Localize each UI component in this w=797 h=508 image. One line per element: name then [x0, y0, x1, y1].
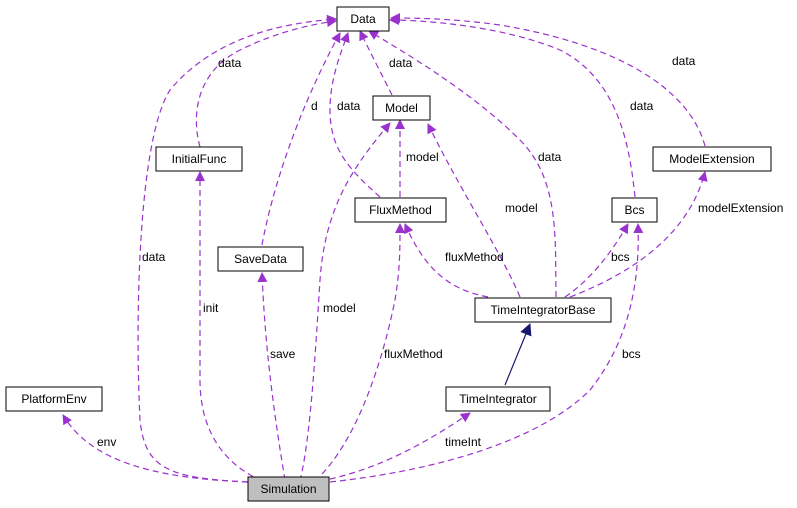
edge-modelextension-data [390, 13, 706, 147]
edge-simulation-savedata [257, 272, 286, 481]
edge-timeintegratorbase-fluxmethod [404, 223, 489, 298]
node-simulation[interactable]: Simulation [247, 476, 330, 502]
node-model[interactable]: Model [372, 95, 431, 121]
node-timeintegrator-label: TimeIntegrator [459, 392, 537, 406]
label-timeintegratorbase-model: model [505, 201, 538, 215]
node-timeintegratorbase[interactable]: TimeIntegratorBase [474, 297, 612, 323]
label-timeintegratorbase-modelextension: modelExtension [698, 201, 783, 215]
node-simulation-label: Simulation [260, 482, 316, 496]
label-savedata-data: d [311, 99, 318, 113]
node-platformenv[interactable]: PlatformEnv [5, 386, 103, 412]
node-initialfunc[interactable]: InitialFunc [155, 146, 243, 172]
label-simulation-initialfunc: init [203, 301, 219, 315]
label-simulation-savedata: save [270, 347, 296, 361]
node-timeintegratorbase-label: TimeIntegratorBase [491, 303, 596, 317]
edge-initialfunc-data [195, 17, 337, 148]
edge-simulation-model [299, 122, 391, 482]
node-timeintegrator[interactable]: TimeIntegrator [445, 386, 551, 412]
edge-savedata-data [261, 32, 341, 246]
node-savedata[interactable]: SaveData [217, 246, 304, 272]
node-savedata-label: SaveData [234, 252, 287, 266]
label-timeintegratorbase-data: data [538, 150, 562, 164]
edge-timeintegratorbase-modelextension [569, 171, 708, 298]
node-bcs[interactable]: Bcs [611, 197, 658, 223]
edge-model-data [359, 30, 393, 96]
label-simulation-bcs: bcs [622, 347, 641, 361]
edge-simulation-data [137, 14, 337, 483]
node-model-label: Model [385, 101, 418, 115]
edge-bcs-data [389, 15, 636, 198]
label-initialfunc-data: data [218, 56, 242, 70]
edge-simulation-bcs [329, 223, 644, 483]
label-bcs-data: data [630, 99, 654, 113]
label-timeintegratorbase-bcs: bcs [611, 250, 630, 264]
edge-simulation-initialfunc [195, 171, 263, 482]
edge-timeintegrator-timeintegratorbase [504, 323, 532, 386]
node-platformenv-label: PlatformEnv [21, 392, 86, 406]
edge-simulation-timeintegrator [319, 412, 471, 482]
label-modelextension-data: data [672, 54, 696, 68]
edges [62, 13, 708, 483]
node-fluxmethod[interactable]: FluxMethod [354, 197, 447, 223]
label-fluxmethod-data: data [337, 99, 361, 113]
node-data[interactable]: Data [336, 6, 390, 32]
node-modelextension[interactable]: ModelExtension [652, 146, 772, 172]
edge-fluxmethod-data [329, 32, 381, 198]
edge-labels: data data d data data data data data mod… [97, 54, 783, 449]
label-model-data: data [389, 56, 413, 70]
label-simulation-timeintegrator: timeInt [445, 435, 482, 449]
label-simulation-fluxmethod: fluxMethod [384, 347, 443, 361]
label-simulation-data: data [142, 250, 166, 264]
node-data-label: Data [350, 12, 376, 26]
label-simulation-platformenv: env [97, 435, 116, 449]
node-modelextension-label: ModelExtension [669, 152, 754, 166]
label-fluxmethod-model: model [406, 150, 439, 164]
node-fluxmethod-label: FluxMethod [369, 203, 432, 217]
node-bcs-label: Bcs [624, 203, 644, 217]
label-simulation-model: model [323, 301, 356, 315]
edge-simulation-platformenv [62, 414, 249, 483]
label-timeintegratorbase-fluxmethod: fluxMethod [445, 250, 504, 264]
edge-timeintegratorbase-data [368, 30, 557, 298]
node-initialfunc-label: InitialFunc [172, 152, 227, 166]
